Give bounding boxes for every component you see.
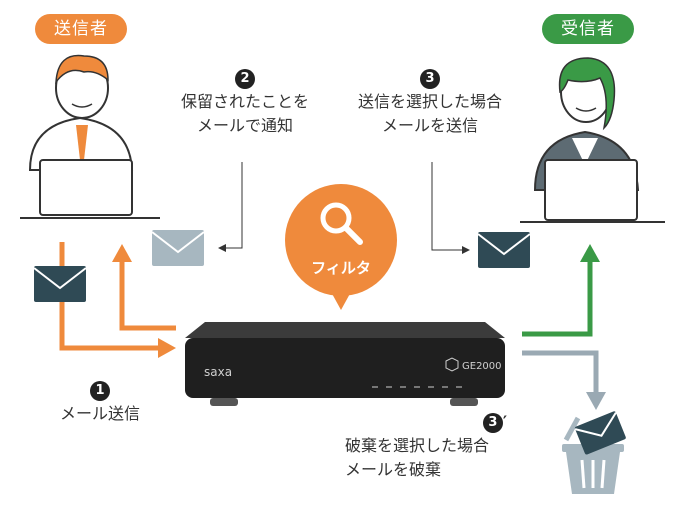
step-3p-line2: メールを破棄 — [345, 460, 442, 479]
step-3-number: 3 — [420, 68, 440, 89]
step-1-label: 1 メール送信 — [40, 378, 160, 426]
envelope-icon — [574, 411, 626, 455]
send-pointer — [431, 162, 470, 254]
step-3p-prime: ′ — [502, 412, 508, 431]
step-3-line1: 送信を選択した場合 — [357, 92, 502, 111]
step-3p-label: 3′ 破棄を選択した場合 メールを破棄 — [345, 410, 535, 482]
step-3p-line1: 破棄を選択した場合 — [345, 436, 490, 455]
step-3-line2: メールを送信 — [381, 116, 478, 135]
device-model: GE2000 — [462, 361, 502, 372]
step-1-number: 1 — [90, 380, 110, 401]
sender-person — [20, 54, 160, 219]
step-2-line1: 保留されたことを — [180, 92, 309, 111]
step-3-label: 3 送信を選択した場合 メールを送信 — [330, 66, 530, 138]
gateway-device: saxa GE2000 — [185, 322, 505, 406]
filter-label: フィルタ — [311, 259, 371, 277]
search-icon — [320, 202, 363, 245]
device-brand: saxa — [204, 365, 232, 379]
envelope-icon — [477, 232, 531, 268]
receiver-person — [520, 57, 665, 223]
step-2-number: 2 — [235, 68, 255, 89]
sender-badge: 送信者 — [35, 14, 127, 44]
envelope-icon — [151, 230, 205, 266]
status-led — [372, 386, 462, 388]
return-arrow — [112, 244, 176, 331]
step-3p-number: 3 — [482, 412, 503, 433]
envelope-icon — [33, 266, 87, 302]
step-1-text: メール送信 — [59, 404, 140, 423]
discard-arrow — [522, 350, 606, 410]
step-2-label: 2 保留されたことを メールで通知 — [150, 66, 340, 138]
deliver-arrow — [522, 244, 600, 337]
trash-icon — [562, 416, 624, 494]
filter-bubble — [285, 184, 397, 310]
step-2-line2: メールで通知 — [196, 116, 293, 135]
notify-pointer — [218, 162, 243, 252]
receiver-badge: 受信者 — [542, 14, 634, 44]
